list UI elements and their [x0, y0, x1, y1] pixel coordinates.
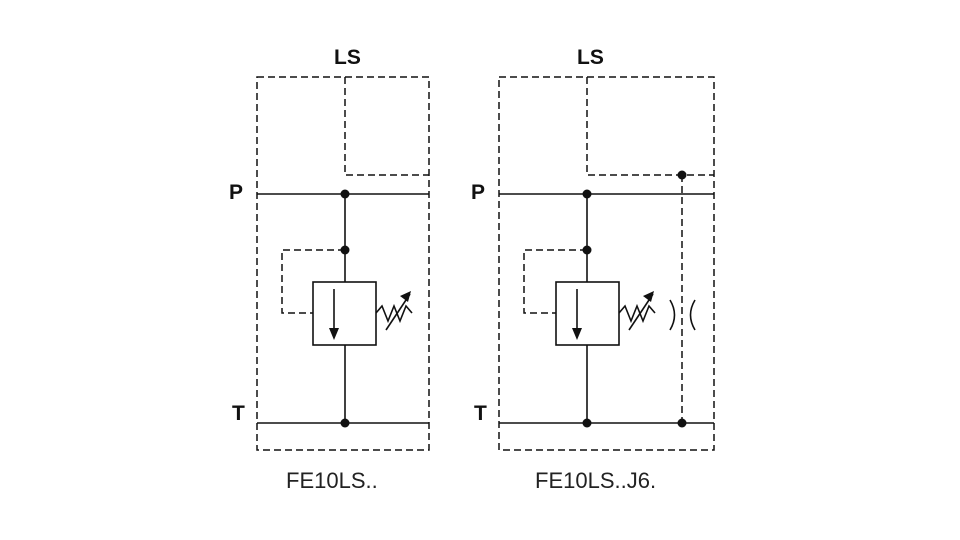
diagram-caption: FE10LS..	[286, 468, 378, 493]
junction-dot	[340, 418, 350, 428]
junction-dot	[340, 245, 350, 255]
spring-icon	[375, 303, 413, 324]
flow-arrow-icon	[329, 328, 339, 340]
diagram-fe10ls-j6: LS P T FE10LS..J6.	[471, 46, 715, 493]
port-label-p: P	[229, 181, 243, 204]
junction-dot	[677, 418, 687, 428]
spring-icon	[618, 303, 656, 324]
junction-dot	[582, 189, 592, 199]
pilot-line	[281, 249, 345, 314]
port-label-ls: LS	[334, 46, 361, 69]
orifice-right-arc-icon	[689, 299, 696, 331]
port-label-t: T	[232, 402, 245, 425]
diagram-caption: FE10LS..J6.	[535, 468, 656, 493]
junction-dot	[582, 418, 592, 428]
valve-envelope	[256, 76, 430, 451]
port-label-p: P	[471, 181, 485, 204]
adjustable-arrow-icon	[643, 291, 654, 302]
port-label-ls: LS	[577, 46, 604, 69]
diagram-fe10ls: LS P T FE10LS..	[229, 46, 430, 493]
flow-arrow-icon	[572, 328, 582, 340]
adjustable-arrow-icon	[400, 291, 411, 302]
junction-dot	[340, 189, 350, 199]
port-label-t: T	[474, 402, 487, 425]
ls-signal-line	[586, 77, 714, 176]
relief-valve-body	[312, 281, 377, 346]
junction-dot	[582, 245, 592, 255]
ls-signal-line	[344, 77, 429, 176]
valve-envelope	[498, 76, 715, 451]
relief-valve-body	[555, 281, 620, 346]
junction-dot	[677, 170, 687, 180]
orifice-left-arc-icon	[669, 299, 676, 331]
pilot-line	[523, 249, 587, 314]
